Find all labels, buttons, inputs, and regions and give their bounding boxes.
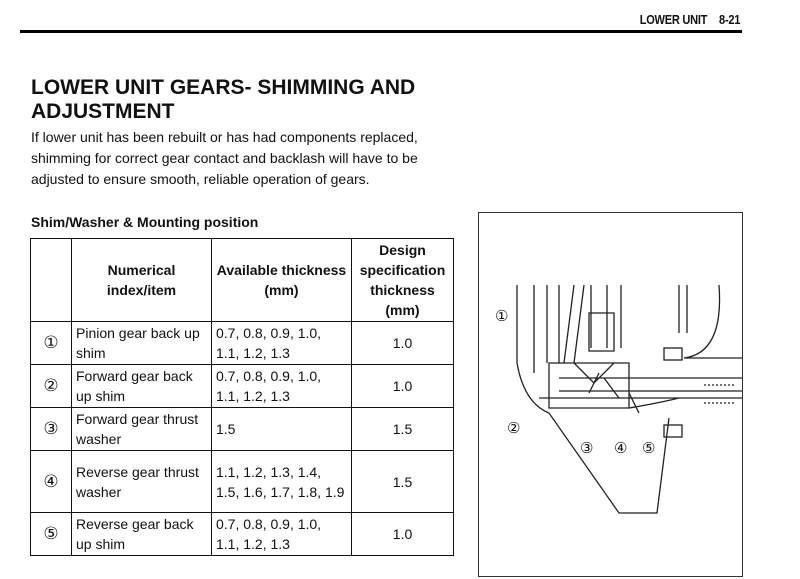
header-rule [20, 30, 742, 33]
row-spec: 1.5 [351, 407, 454, 451]
row-index: ① [30, 321, 72, 365]
table-title: Shim/Washer & Mounting position [31, 214, 259, 230]
shim-table: Numerical index/item Available thickness… [30, 238, 454, 556]
row-item: Forward gear back up shim [71, 364, 212, 408]
running-header: LOWER UNIT 8-21 [628, 12, 741, 27]
callout-5: ⑤ [642, 440, 656, 457]
row-available: 0.7, 0.8, 0.9, 1.0, 1.1, 1.2, 1.3 [211, 364, 352, 408]
header-blank [30, 238, 72, 322]
row-item: Reverse gear thrust washer [71, 450, 212, 513]
row-index: ③ [30, 407, 72, 451]
header-available: Available thickness (mm) [211, 238, 352, 322]
page-title: LOWER UNIT GEARS- SHIMMING AND ADJUSTMEN… [31, 76, 416, 123]
row-index: ② [30, 364, 72, 408]
row-spec: 1.0 [351, 321, 454, 365]
row-index: ④ [30, 450, 72, 513]
row-item: Pinion gear back up shim [71, 321, 212, 365]
row-available: 0.7, 0.8, 0.9, 1.0, 1.1, 1.2, 1.3 [211, 321, 352, 365]
row-spec: 1.0 [351, 512, 454, 556]
header-spec: Design specification thickness (mm) [351, 238, 454, 322]
row-spec: 1.5 [351, 450, 454, 513]
callout-2: ② [507, 420, 521, 437]
lower-unit-diagram [516, 284, 742, 514]
callout-3: ③ [580, 440, 594, 457]
intro-paragraph: If lower unit has been rebuilt or has ha… [31, 129, 418, 187]
callout-1: ① [495, 308, 509, 325]
section-name: LOWER UNIT [639, 12, 708, 27]
diagram-frame: ① ② ③ ④ ⑤ [478, 212, 743, 577]
row-index: ⑤ [30, 512, 72, 556]
row-available: 1.5 [211, 407, 352, 451]
row-item: Forward gear thrust washer [71, 407, 212, 451]
table-header-row: Numerical index/item Available thickness… [30, 238, 454, 322]
row-spec: 1.0 [351, 364, 454, 408]
row-available: 1.1, 1.2, 1.3, 1.4, 1.5, 1.6, 1.7, 1.8, … [211, 450, 352, 513]
page-number: 8-21 [718, 12, 740, 27]
row-item: Reverse gear back up shim [71, 512, 212, 556]
row-available: 0.7, 0.8, 0.9, 1.0, 1.1, 1.2, 1.3 [211, 512, 352, 556]
callout-4: ④ [614, 440, 628, 457]
header-item: Numerical index/item [71, 238, 212, 322]
